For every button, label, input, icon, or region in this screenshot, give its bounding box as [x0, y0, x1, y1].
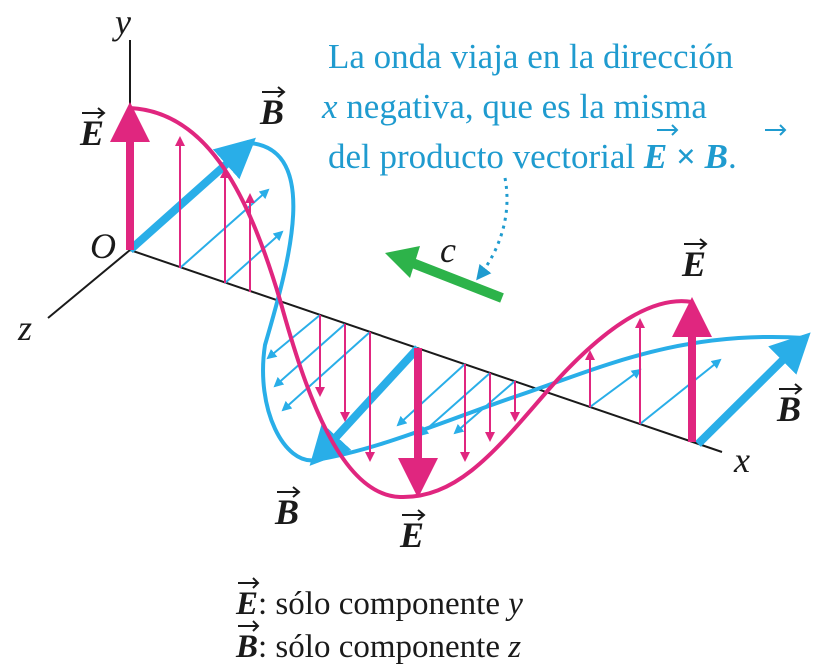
- annotation-line-2: x negativa, que es la misma: [321, 87, 707, 126]
- velocity-arrow: [385, 246, 504, 303]
- annotation-line-3: del producto vectorial E × B.: [328, 137, 737, 176]
- c-label: c: [440, 230, 456, 270]
- svg-text:E: E: [79, 113, 104, 153]
- svg-text:B: B: [259, 92, 284, 132]
- origin-label: O: [90, 226, 116, 266]
- svg-text:B: B: [274, 492, 299, 532]
- y-axis-label: y: [112, 2, 131, 42]
- b-field-arrows: [127, 137, 811, 466]
- z-axis-label: z: [17, 308, 32, 348]
- x-axis-label: x: [733, 440, 750, 480]
- annotation-pointer: [476, 177, 509, 281]
- b-label-right: B: [776, 383, 803, 429]
- caption-line-1: E: sólo componente y: [235, 586, 523, 622]
- svg-text:B: B: [776, 389, 801, 429]
- caption-line-2: B: sólo componente z: [235, 629, 521, 665]
- x-axis: [129, 249, 723, 453]
- direction-annotation: La onda viaja en la dirección x negativa…: [321, 37, 787, 176]
- svg-text:E: E: [681, 244, 706, 284]
- e-field-wave: [129, 106, 693, 500]
- svg-text:E: E: [399, 515, 424, 555]
- b-field-wave: [249, 141, 806, 463]
- e-label-right: E: [681, 238, 708, 284]
- caption: E: sólo componente y B: sólo componente …: [235, 577, 523, 665]
- b-label-bottom: B: [274, 486, 301, 532]
- b-label-top: B: [259, 86, 286, 132]
- annotation-line-1: La onda viaja en la dirección: [328, 37, 733, 76]
- e-field-arrows: [110, 102, 712, 498]
- e-label-origin: E: [79, 107, 106, 153]
- e-label-bottom: E: [399, 509, 426, 555]
- z-axis: [47, 249, 131, 319]
